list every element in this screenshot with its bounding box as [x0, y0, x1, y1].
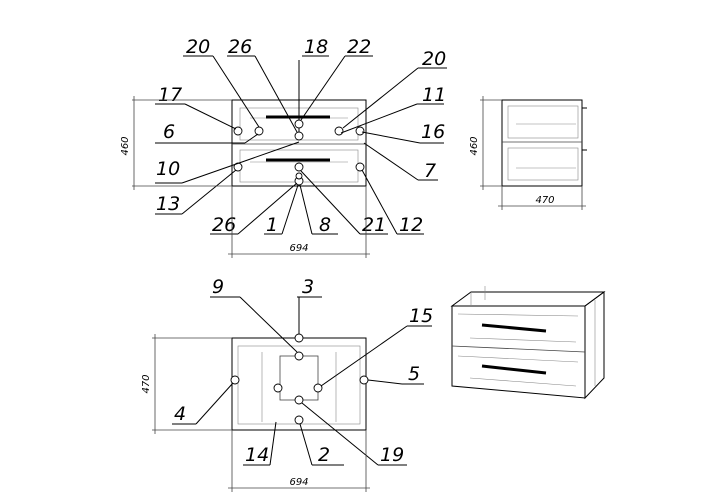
callout-9: 9: [212, 276, 224, 298]
front-dim-width: 694: [289, 243, 308, 254]
callout-14: 14: [245, 444, 269, 466]
top-view: 9 3 15 5 4 14 2 19 470 694: [141, 276, 433, 492]
callout-20: 20: [186, 36, 210, 58]
iso-view: [450, 286, 606, 400]
iso-lower-handle: [481, 364, 547, 375]
front-view: 20 26 18 22 20 17 11 6 16 10 7 13 26 1 8…: [120, 36, 447, 258]
callout-6: 6: [163, 121, 175, 143]
callout-21: 21: [362, 214, 386, 236]
callout-4: 4: [174, 403, 186, 425]
callout-2: 2: [318, 444, 330, 466]
top-dim-height: 470: [141, 374, 152, 393]
top-dim-width: 694: [289, 477, 308, 488]
callout-7: 7: [424, 160, 436, 182]
callout-22: 22: [347, 36, 371, 58]
iso-upper-handle: [481, 323, 547, 333]
callout-13: 13: [156, 193, 180, 215]
side-dim-width: 470: [535, 195, 554, 206]
side-cabinet-outline: [501, 99, 583, 187]
callout-26: 26: [228, 36, 252, 58]
callout-5: 5: [408, 363, 420, 385]
callout-17: 17: [158, 84, 182, 106]
callout-26-bottom: 26: [212, 214, 236, 236]
callout-8: 8: [319, 214, 331, 236]
callout-10: 10: [156, 158, 180, 180]
callout-1: 1: [266, 214, 278, 236]
callout-20-right: 20: [422, 48, 446, 70]
side-dim-height: 460: [469, 136, 480, 155]
callout-18: 18: [304, 36, 328, 58]
side-view: 460 470: [469, 96, 587, 210]
callout-11: 11: [422, 84, 446, 106]
front-dim-height: 460: [120, 136, 131, 155]
callout-16: 16: [421, 121, 445, 143]
callout-12: 12: [399, 214, 423, 236]
callout-19: 19: [380, 444, 404, 466]
callout-15: 15: [409, 305, 433, 327]
callout-3: 3: [302, 276, 314, 298]
